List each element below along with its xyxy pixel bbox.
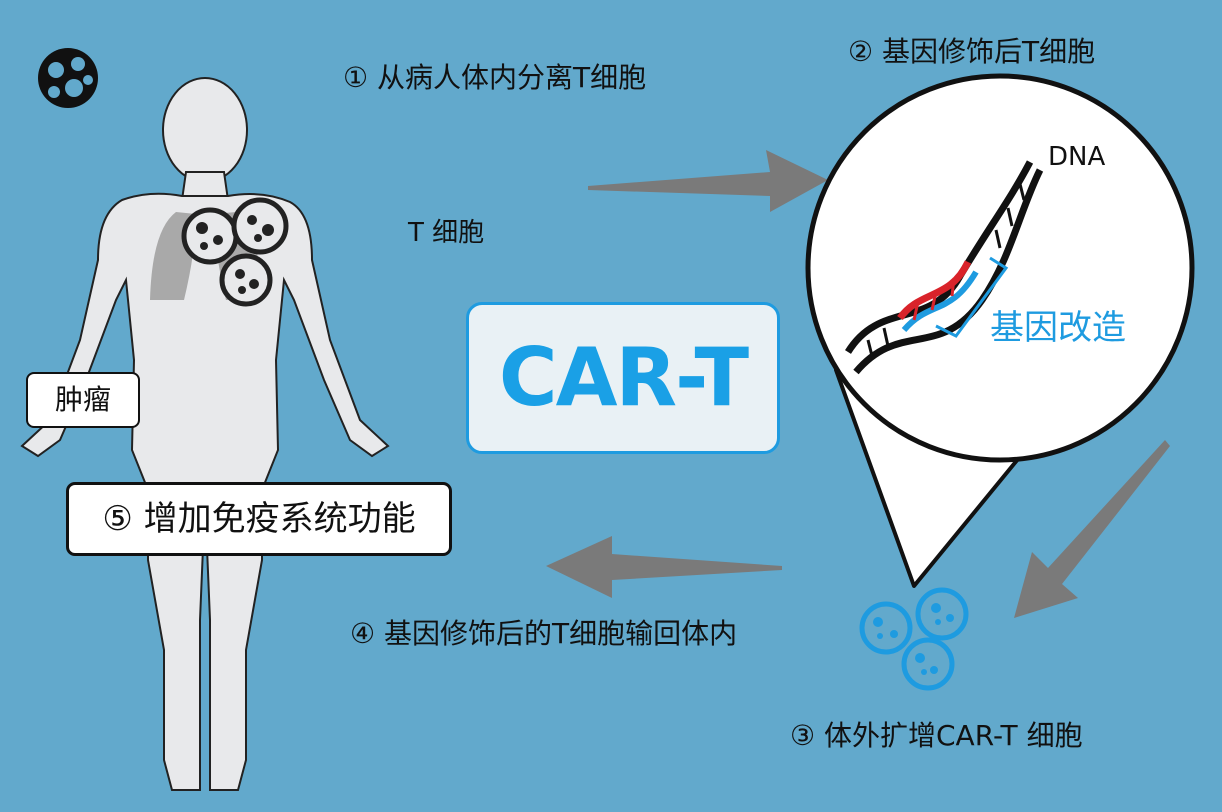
step4-label: ④ 基因修饰后的T细胞输回体内 xyxy=(350,617,738,650)
tumor-label-box: 肿瘤 xyxy=(26,372,140,428)
step3-label: ③ 体外扩增CAR-T 细胞 xyxy=(790,719,1083,752)
human-body-silhouette xyxy=(20,77,390,791)
tumor-cluster-icon xyxy=(38,48,98,108)
chest-tumor-cells xyxy=(181,197,289,307)
arrow-to-gene-edit xyxy=(588,150,828,212)
dna-label: DNA xyxy=(1048,142,1106,172)
step5-label-box: ⑤ 增加免疫系统功能 xyxy=(66,482,452,556)
step2-label: ② 基因修饰后T细胞 xyxy=(848,35,1096,68)
car-t-title-box: CAR-T xyxy=(466,302,780,454)
step1-label: ① 从病人体内分离T细胞 xyxy=(343,61,647,94)
arrow-to-expansion xyxy=(1014,440,1170,618)
gene-edit-bracket xyxy=(935,256,1009,338)
car-t-cells-icon xyxy=(859,587,969,691)
gene-edit-label: 基因改造 xyxy=(990,308,1126,348)
arrow-back-to-body xyxy=(546,536,782,598)
t-cell-label: T 细胞 xyxy=(408,218,485,248)
